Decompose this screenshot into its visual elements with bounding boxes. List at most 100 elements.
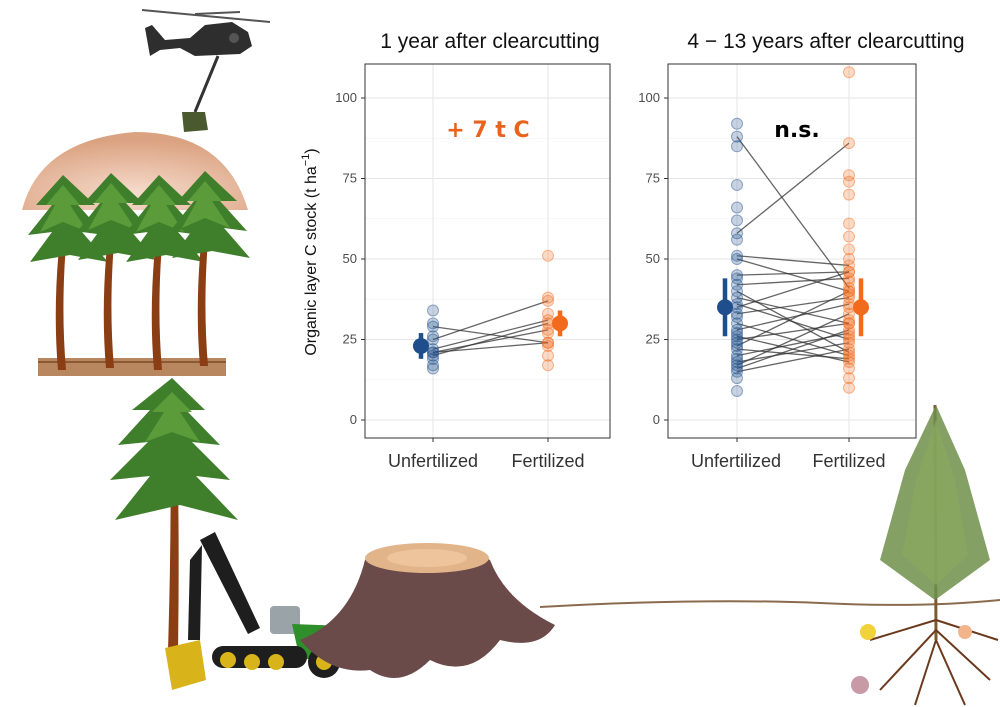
fertilized-point (843, 333, 855, 346)
unfertilized-point (427, 352, 439, 365)
annotation-label: + 7 t C (446, 118, 529, 143)
pair-line (736, 348, 850, 373)
fertilized-point (843, 175, 855, 188)
fertilized-point (542, 349, 554, 362)
pair-line (736, 271, 850, 308)
y-tick-label: 0 (653, 412, 660, 427)
unfertilized-point (731, 365, 743, 378)
y-tick-label: 100 (638, 90, 660, 105)
fertilized-point (843, 272, 855, 285)
fertilized-point (843, 265, 855, 278)
y-axis-label-close: ) (303, 148, 320, 153)
pair-line (736, 271, 850, 276)
fertilized-point (843, 317, 855, 330)
unfertilized-point (427, 330, 439, 343)
unfertilized-point (731, 356, 743, 369)
unfertilized-point (731, 272, 743, 285)
unfertilized-point (427, 304, 439, 317)
pair-line (736, 329, 850, 370)
y-tick-label: 75 (646, 171, 660, 186)
y-tick-label: 50 (646, 251, 660, 266)
unfertilized-point (731, 214, 743, 227)
unfertilized-point (731, 372, 743, 385)
fertilized-point (542, 327, 554, 340)
plot-area (668, 64, 916, 438)
plot-border (364, 63, 611, 439)
unfertilized-point (731, 285, 743, 298)
y-axis-label-text: Organic layer C stock (t ha (303, 166, 320, 356)
fertilized-point (843, 259, 855, 272)
y-axis-label: Organic layer C stock (t ha−1) (300, 148, 320, 355)
unfertilized-point (731, 130, 743, 143)
forest-harvester-icon (165, 532, 356, 690)
fertilized-point (843, 349, 855, 362)
fertilized-point (542, 336, 554, 349)
fertilized-point (542, 294, 554, 307)
y-tick-label: 0 (350, 412, 357, 427)
fertilized-point (843, 275, 855, 288)
fertilized-point (843, 188, 855, 201)
annotation-label: n.s. (774, 118, 819, 143)
fertilized-point (843, 323, 855, 336)
fertilized-point (542, 339, 554, 352)
fertilized-point (843, 285, 855, 298)
unfertilized-point (731, 307, 743, 320)
unfertilized-point (427, 317, 439, 330)
fertilized-point (542, 307, 554, 320)
fertilized-point (843, 169, 855, 182)
fertilized-point (542, 249, 554, 262)
unfertilized-point (731, 336, 743, 349)
unfertilized-point (731, 201, 743, 214)
fertilized-point (843, 253, 855, 265)
fertilized-point (843, 330, 855, 343)
unfertilized-point (731, 310, 743, 323)
pair-line (736, 303, 850, 341)
tree-stump-icon (300, 543, 555, 678)
fertilized-mean-point (552, 315, 568, 332)
pine-seedling-icon (851, 404, 999, 706)
pair-line (736, 136, 850, 289)
fertilized-point (843, 288, 855, 301)
y-tick-label: 75 (343, 171, 357, 186)
pair-line (736, 290, 850, 347)
unfertilized-point (731, 269, 743, 282)
svg-text:Organic layer C stock (t ha−1): Organic layer C stock (t ha−1) (300, 148, 320, 355)
pair-line (432, 329, 549, 354)
pair-line (736, 348, 850, 360)
fertilized-point (843, 343, 855, 356)
fertilized-point (843, 66, 855, 79)
unfertilized-point (427, 346, 439, 359)
y-tick-label: 25 (343, 332, 357, 347)
pair-line (736, 303, 850, 331)
y-tick-label: 100 (335, 90, 357, 105)
fertilized-point (843, 372, 855, 385)
unfertilized-point (731, 253, 743, 265)
unfertilized-point (427, 349, 439, 362)
x-tick-label: Unfertilized (388, 451, 478, 471)
unfertilized-point (731, 330, 743, 343)
fertilized-mean-point (853, 299, 869, 316)
unfertilized-point (731, 323, 743, 336)
fertilized-point (843, 230, 855, 243)
pair-line (736, 258, 850, 292)
pine-forest-icon (28, 171, 250, 376)
x-tick-label: Unfertilized (691, 451, 781, 471)
unfertilized-point (731, 349, 743, 362)
fertilized-point (843, 346, 855, 359)
pair-line (736, 277, 850, 286)
tall-pine-icon (110, 378, 238, 650)
pair-line (736, 142, 850, 234)
chart-title: 1 year after clearcutting (380, 30, 599, 53)
fertilized-point (843, 301, 855, 314)
unfertilized-point (731, 178, 743, 191)
fertilized-point (843, 356, 855, 369)
pair-line (432, 300, 549, 341)
plot-area (365, 64, 610, 438)
fertilized-point (843, 307, 855, 320)
fertilized-point (843, 137, 855, 150)
unfertilized-point (731, 140, 743, 153)
fertilized-point (843, 291, 855, 304)
unfertilized-point (427, 320, 439, 333)
